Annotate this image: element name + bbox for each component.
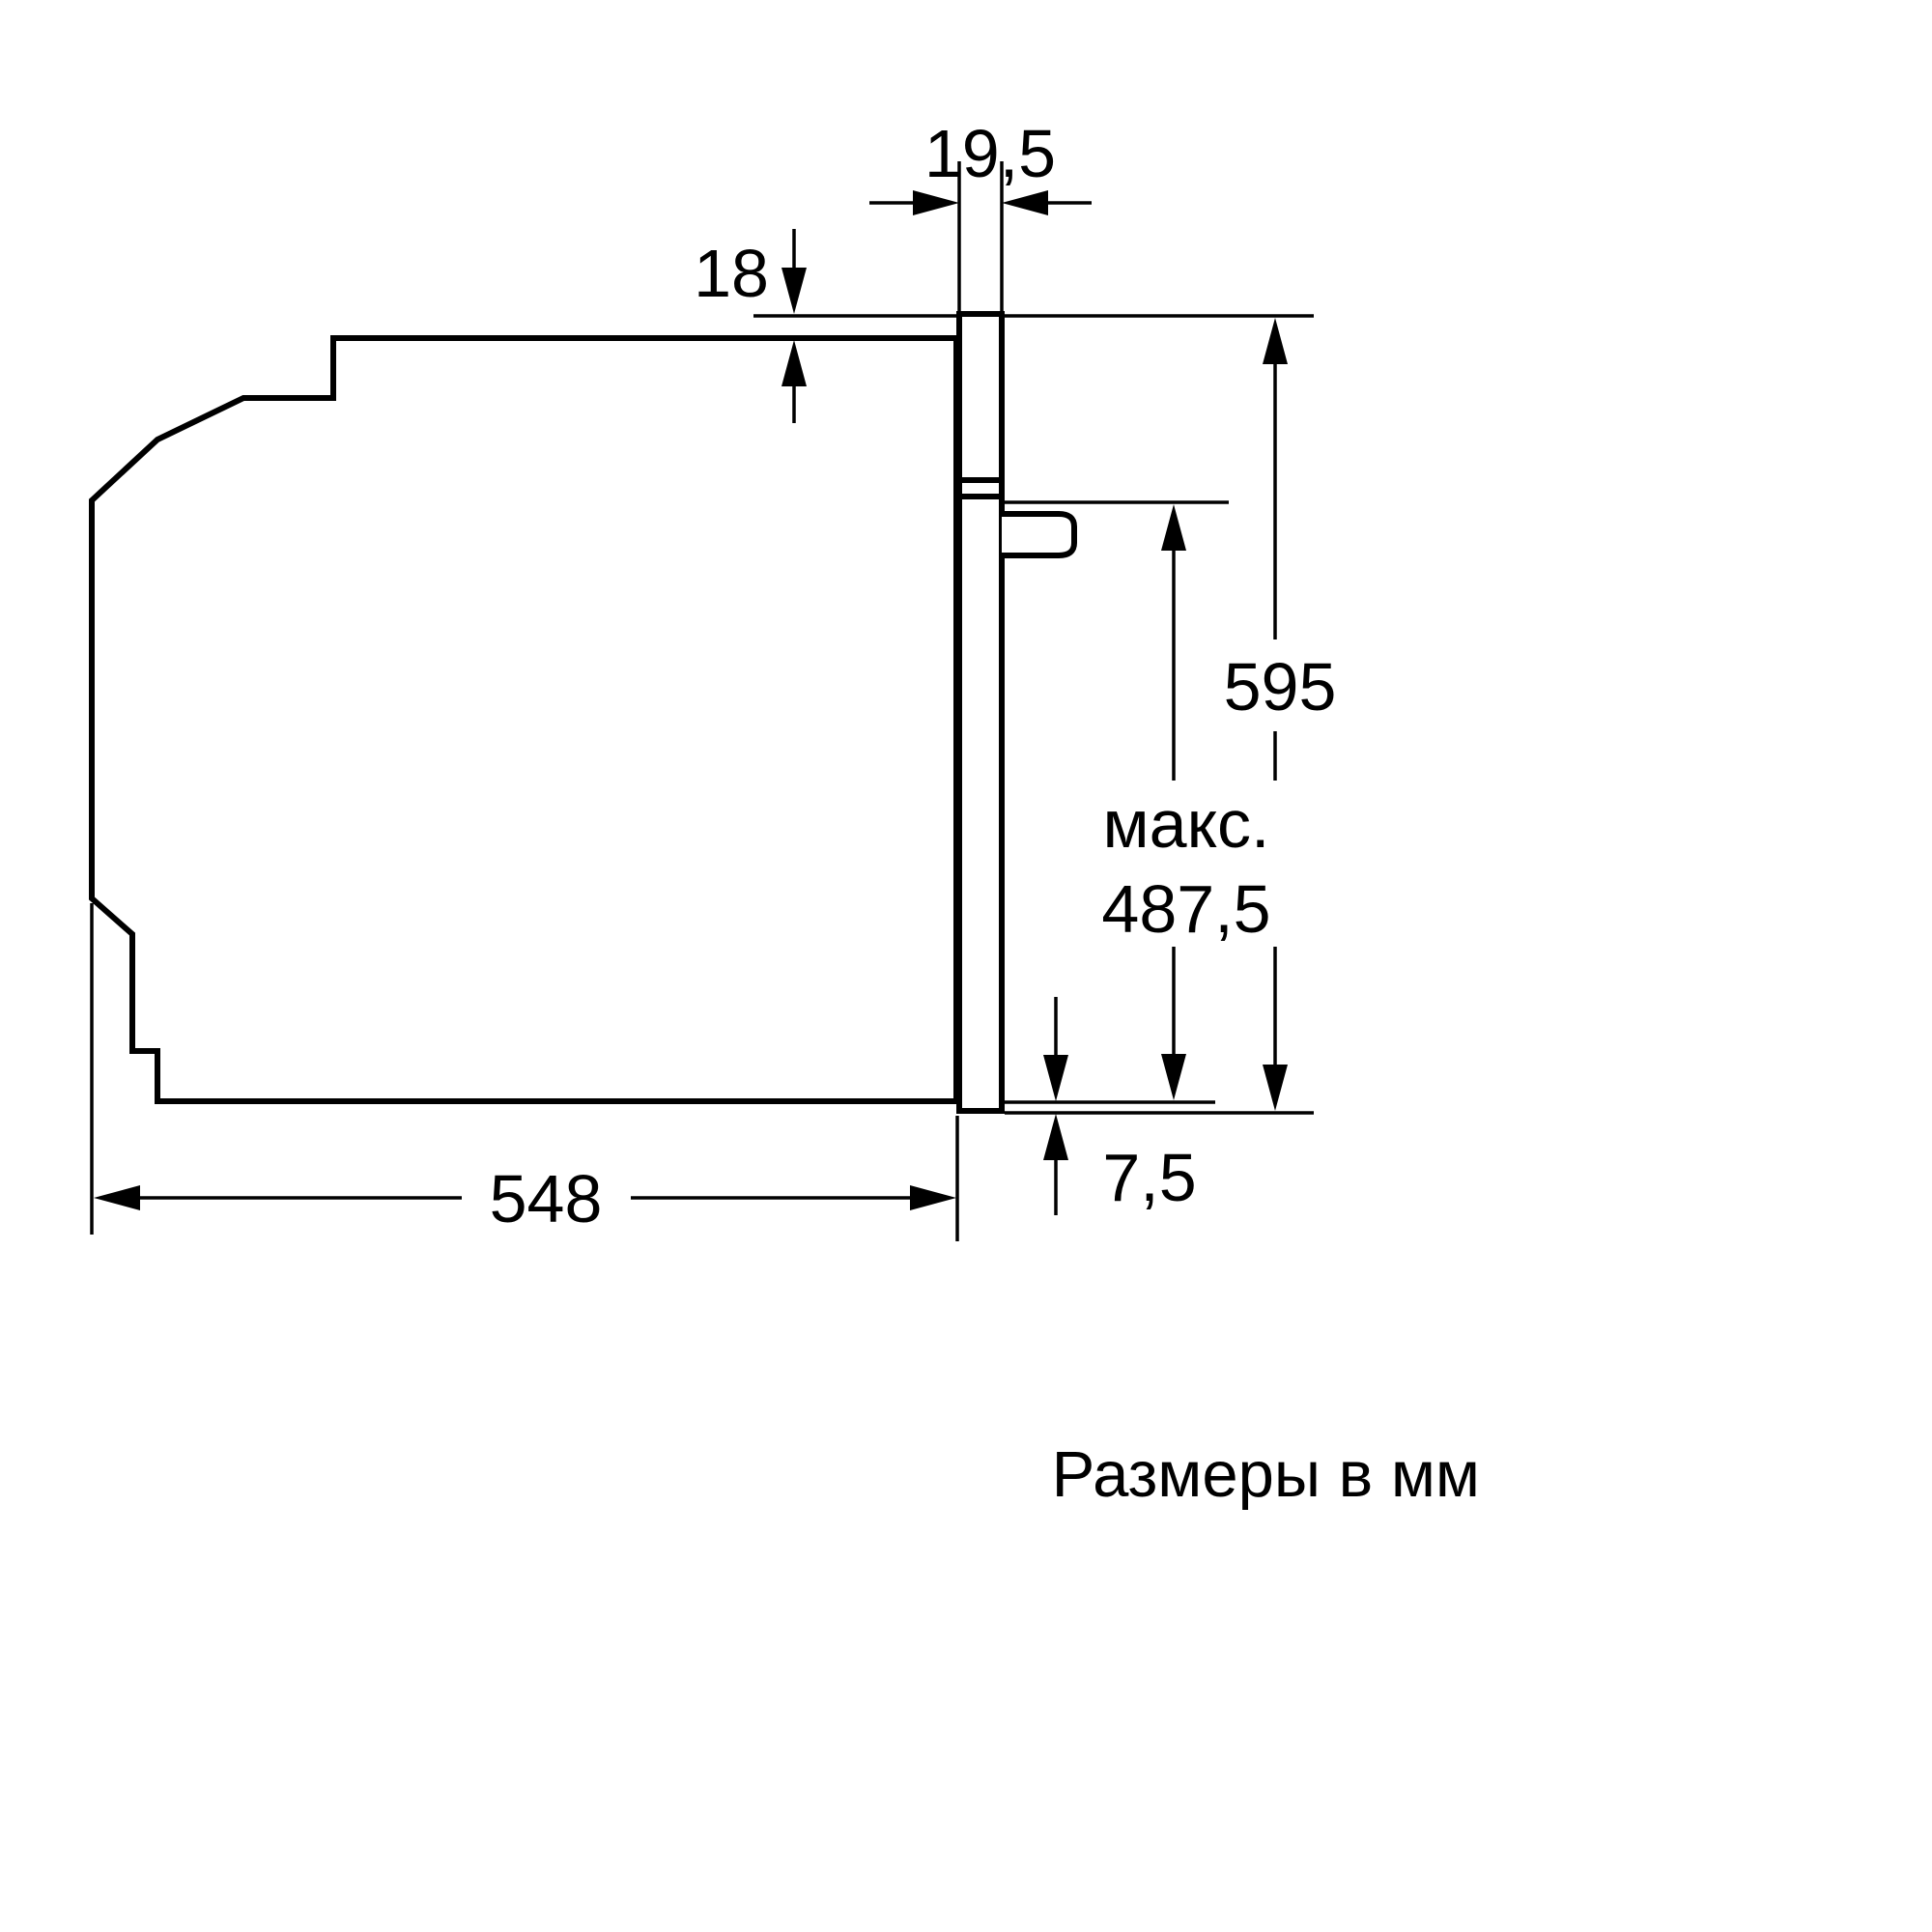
dim-595-arrow-bottom [1263,1065,1288,1111]
dim-487-5-arrow-top [1161,504,1186,551]
dim-19-5-arrow-right [1002,190,1048,215]
dim-18-arrow-down [781,268,807,314]
label-masks [462,639,1359,1242]
oven-body-outline [89,335,959,1104]
label-bottom-overhang: 7,5 [1102,1140,1196,1215]
mask-548 [462,1157,631,1242]
label-door-thickness: 19,5 [924,116,1056,191]
reference-lines [90,161,1314,1241]
dim-19-5-arrow-left [913,190,959,215]
dim-548-arrow-right [910,1185,956,1210]
dim-7-5-arrow-up [1043,1114,1068,1160]
dim-7-5-arrow-down [1043,1055,1068,1101]
label-max-prefix: макс. [1103,786,1270,862]
dimension-labels: 19,5 18 595 макс. 487,5 7,5 548 Размеры … [490,116,1480,1511]
oven-door-panel [956,311,1005,1114]
mask-487-5 [1080,781,1293,947]
label-max-value: 487,5 [1101,871,1270,947]
dim-18-arrow-up [781,340,807,386]
mask-595 [1200,639,1359,731]
appliance-outline [89,311,1077,1114]
units-caption: Размеры в мм [1052,1438,1480,1511]
label-body-depth: 548 [490,1161,603,1236]
dim-487-5-arrow-bottom [1161,1054,1186,1100]
dim-595-arrow-top [1263,318,1288,364]
dim-548-arrow-left [94,1185,140,1210]
label-top-gap: 18 [694,236,769,311]
control-knob [1002,511,1077,558]
label-total-height: 595 [1224,649,1337,724]
